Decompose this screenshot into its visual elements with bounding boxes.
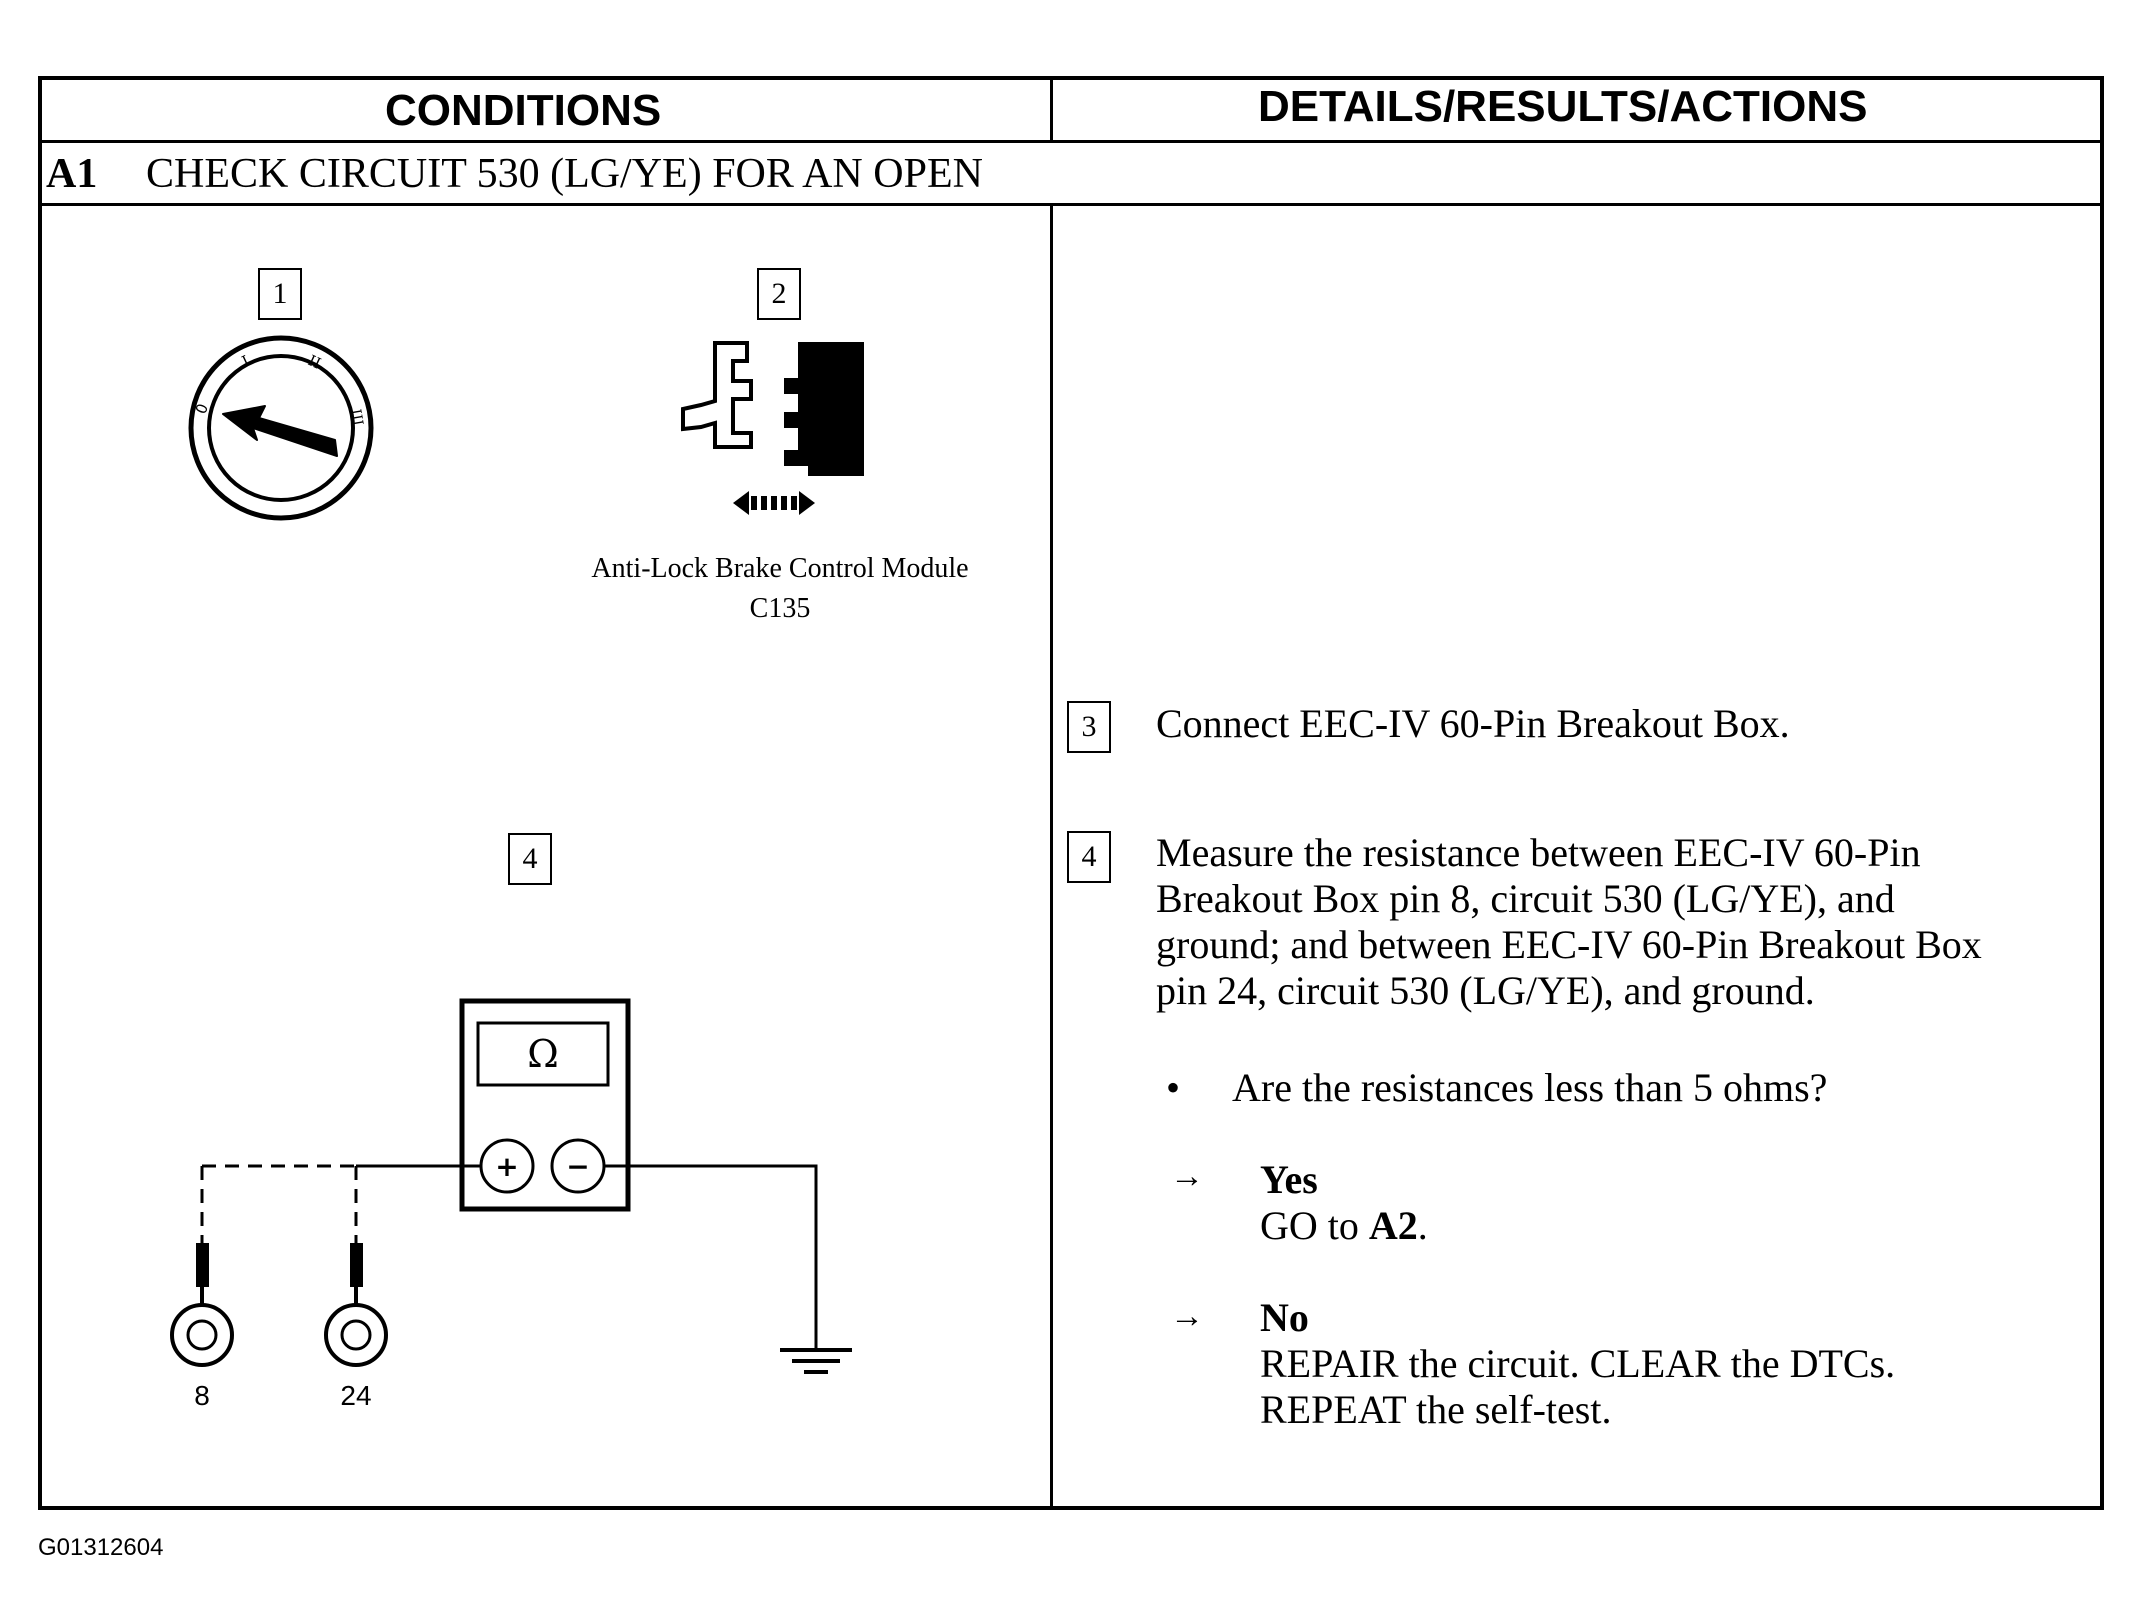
column-divider-body	[1050, 203, 1053, 1509]
step4-line-4: pin 24, circuit 530 (LG/YE), and ground.	[1156, 968, 1815, 1013]
question-text: Are the resistances less than 5 ohms?	[1232, 1065, 1828, 1110]
ohmmeter-display	[476, 1021, 610, 1087]
connector-disconnect-icon	[681, 341, 864, 515]
column-divider-header	[1050, 76, 1053, 142]
details-results-actions-header: DETAILS/RESULTS/ACTIONS	[1258, 82, 1868, 131]
yes-label: Yes	[1260, 1157, 1318, 1202]
step-number-box-4-left: 4	[508, 833, 552, 885]
pin-24-label: 24	[340, 1380, 371, 1411]
ignition-switch-off-icon: 0 I II III	[188, 335, 374, 521]
step-number-box-1: 1	[258, 268, 302, 320]
step4-line-2: Breakout Box pin 8, circuit 530 (LG/YE),…	[1156, 876, 1895, 921]
step-number-box-3: 3	[1067, 701, 1111, 753]
yes-action-suffix: .	[1417, 1203, 1428, 1248]
positive-terminal-label: +	[495, 1150, 518, 1183]
no-label: No	[1260, 1295, 1309, 1340]
no-action-line-2: REPEAT the self-test.	[1260, 1387, 1612, 1432]
step-number-box-4-right: 4	[1067, 831, 1111, 883]
step4-line-1: Measure the resistance between EEC-IV 60…	[1156, 830, 1921, 875]
yes-action: GO to A2.	[1260, 1202, 1428, 1249]
step-number-box-2: 2	[757, 268, 801, 320]
step-title-divider	[38, 203, 2104, 206]
figure-id: G01312604	[38, 1534, 164, 1561]
conditions-header: CONDITIONS	[385, 86, 662, 135]
yes-action-prefix: GO to	[1260, 1203, 1369, 1248]
step-title: CHECK CIRCUIT 530 (LG/YE) FOR AN OPEN	[146, 151, 983, 197]
ignition-mark-3: III	[347, 408, 366, 427]
negative-terminal-label: −	[566, 1150, 589, 1183]
procedure-table	[38, 76, 2104, 1510]
header-divider	[38, 140, 2104, 143]
step3-instruction: Connect EEC-IV 60-Pin Breakout Box.	[1156, 701, 1790, 746]
yes-action-target[interactable]: A2	[1368, 1203, 1418, 1248]
ground-symbol-icon	[780, 1348, 852, 1374]
step4-line-3: ground; and between EEC-IV 60-Pin Breako…	[1156, 922, 1982, 967]
no-arrow: →	[1170, 1298, 1204, 1335]
pin-8-label: 8	[194, 1380, 210, 1411]
connector-id: C135	[749, 593, 811, 624]
ignition-mark-0: 0	[192, 401, 212, 416]
step-id: A1	[46, 151, 98, 197]
ohm-symbol: Ω	[527, 1032, 559, 1076]
question-bullet: •	[1166, 1065, 1181, 1110]
yes-arrow: →	[1170, 1158, 1204, 1195]
ohmmeter-diagram: Ω + − 8 24	[170, 998, 852, 1411]
connector-caption: Anti-Lock Brake Control Module	[591, 553, 969, 584]
no-action-line-1: REPAIR the circuit. CLEAR the DTCs.	[1260, 1341, 1896, 1386]
step4-instruction: Measure the resistance between EEC-IV 60…	[1156, 830, 1982, 1014]
